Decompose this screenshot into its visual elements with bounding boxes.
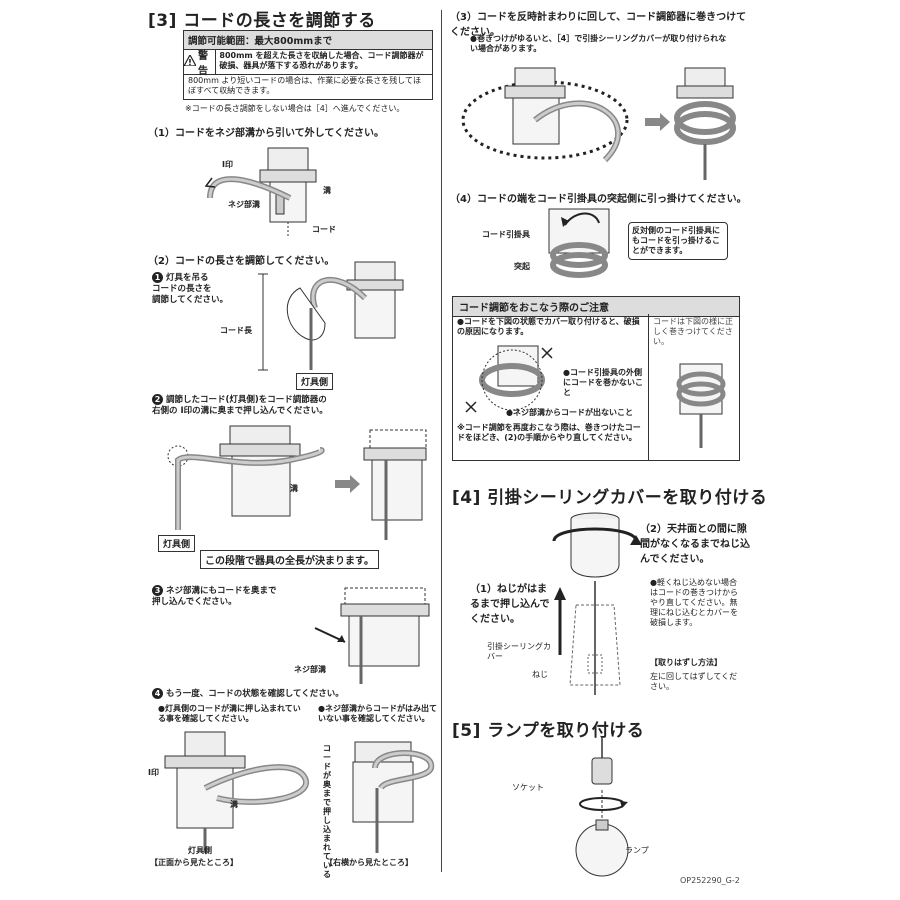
sub4-vertical-text: コードが奥まで押し込まれている [323,744,331,879]
caution-bad-illustration [465,345,553,413]
sub4-number: 4 [152,688,163,699]
document-code: OP252290_G-2 [680,876,740,885]
caution-note: ※コード調節を再度おこなう際は、巻きつけたコードをほどき、(2)の手順からやり直… [457,423,641,442]
section5-illustration [575,738,629,877]
step4-illustration [548,208,610,278]
socket-label: ソケット [512,783,544,792]
section3-title: [3] コードの長さを調節する [148,11,376,31]
step3-note: ●巻きつけがゆるいと、［4］で引掛シーリングカバーが取り付けられない場合がありま… [470,34,727,53]
sub2-illustration [167,425,427,540]
caution-text1: ●コードを下図の状態でカバー取り付けると、破損の原因になります。 [457,317,640,336]
warning-row: ! 警告 800mm を超えた長さを収納した場合、コード調節器が破損、器具が落下… [182,50,432,77]
caution-box: コード調節をおこなう際のご注意 ●コードを下図の状態でカバー取り付けると、破損の… [452,296,740,461]
range-label: 調節可能範囲：最大800mmまで [184,31,432,50]
cord-length-label: コード長 [220,326,252,335]
range-box: 調節可能範囲：最大800mmまで ! 警告 800mm を超えた長さを収納した場… [182,30,433,100]
caution-title: コード調節をおこなう際のご注意 [453,297,739,317]
step1-groove-label: 溝 [323,186,331,195]
sub2-result: この段階で器具の全長が決まります。 [200,550,379,569]
cover-label: 引掛シーリングカバー [487,642,551,661]
sub3-number: 3 [152,585,163,596]
step1-cord-label: コード [312,225,336,234]
step2-text: （2）コードの長さを調節してください。 [148,256,335,267]
caution-right: コードは下図の様に正しく巻きつけてください。 [653,317,733,346]
step1-screw-groove-label: ネジ部溝 [228,200,260,209]
remove-text: 左に回してはずしてください。 [650,672,738,691]
section4-note: ●軽くねじ込めない場合はコードの巻きつけからやり直してください。無理にねじ込むと… [650,578,738,627]
sub2-groove-label: 溝 [290,484,298,493]
section4-s1: （1）ねじがはまるまで押し込んでください。 [470,584,550,625]
sub2-number: 2 [152,394,163,405]
warning-icon: ! [182,53,198,69]
step1-mark-label: I印 [222,160,233,169]
fixture-label-2: 灯具側 [158,535,196,552]
fixture-label-1: 灯具側 [296,373,334,390]
step3-text: （3）コードを反時計まわりに回して、コード調節器に巻きつけてください。 [450,12,747,38]
caution-x1: ●コード引掛具の外側にコードを巻かないこと [563,368,643,397]
caution-x2: ●ネジ部溝からコードが出ないこと [506,408,633,417]
warning-text: 800mm を超えた長さを収納した場合、コード調節器が破損、器具が落下する恐れが… [219,51,424,70]
sub1-illustration [258,261,404,371]
step1-illustration [204,147,317,238]
warning-label: 警告 [198,51,208,77]
view-side: 【右横から見たところ】 [325,858,413,867]
svg-text:!: ! [188,58,192,66]
step3-illustration [461,67,736,180]
caution-divider [648,314,649,461]
section4-title: [4] 引掛シーリングカバーを取り付ける [452,488,768,508]
sub3-label: ネジ部溝 [294,665,326,674]
warning-cell: ! 警告 [182,50,217,77]
sub4-mark-label: I印 [148,768,159,777]
sub4-fixture-label: 灯具側 [188,846,212,855]
remove-title: 【取りはずし方法】 [650,658,722,667]
step1-text: （1）コードをネジ部溝から引いて外してください。 [148,128,385,139]
protrusion-label: 突起 [514,262,530,271]
view-front: 【正面から見たところ】 [150,858,238,867]
section4-s2: （2）天井面との間に隙間がなくなるまでねじ込んでください。 [640,524,750,565]
hook-label: コード引掛具 [482,230,530,239]
sub4-illustration [164,731,435,853]
section5-title: [5] ランプを取り付ける [452,721,645,741]
sub4-groove-label: 溝 [230,800,238,809]
section4-illustration [552,512,642,695]
screw-label: ねじ [532,670,548,679]
lamp-label: ランプ [625,846,649,855]
column-divider [441,10,442,872]
info-text: 800mm より短いコードの場合は、作業に必要な長さを残してほぼすべて収納できま… [188,76,421,95]
sub4-left-text: ●灯具側のコードが溝に押し込まれている事を確認してください。 [158,704,301,723]
sub4-right-text: ●ネジ部溝からコードがはみ出ていない事を確認してください。 [318,704,437,723]
step4-text: （4）コードの端をコード引掛具の突起側に引っ掛けてください。 [450,194,747,205]
sub3-illustration [314,587,430,684]
skip-note: ※コードの長さ調節をしない場合は［4］へ進んでください。 [185,104,405,113]
sub1-number: 1 [152,272,163,283]
step4-callout: 反対側のコード引掛具にもコードを引っ掛けることができます。 [628,222,728,260]
caution-good-illustration [676,363,726,448]
